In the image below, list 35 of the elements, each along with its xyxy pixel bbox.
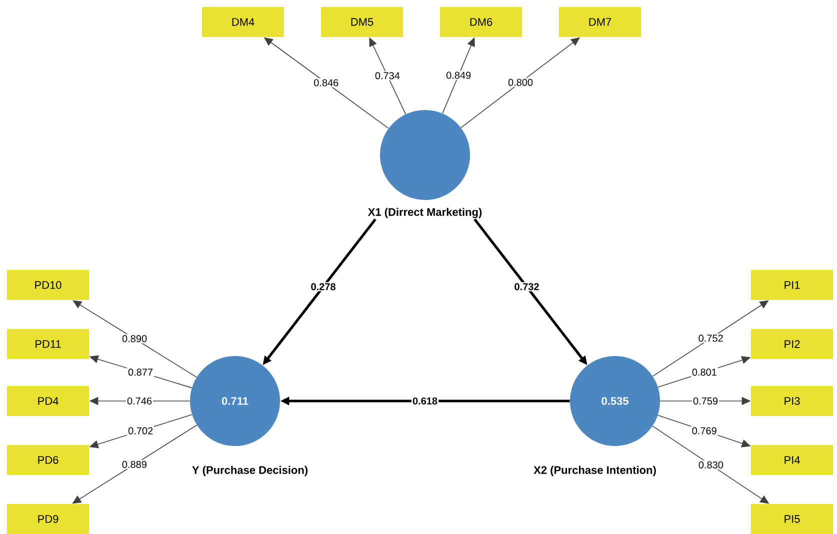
edge-label: 0.278 xyxy=(310,282,337,292)
edge-label: 0.889 xyxy=(120,460,148,469)
indicator-box: PI1 xyxy=(751,270,833,300)
edge-label: 0.877 xyxy=(126,368,154,377)
indicator-box: PI3 xyxy=(751,386,833,416)
construct-label: Y (Purchase Decision) xyxy=(192,466,308,476)
edge-label: 0.890 xyxy=(121,334,148,344)
indicator-box: DM6 xyxy=(440,7,522,37)
edge-label: 0.702 xyxy=(127,426,154,436)
indicator-box: PD4 xyxy=(7,386,89,416)
edge-label: 0.752 xyxy=(697,334,724,343)
indicator-box: PI4 xyxy=(751,445,833,475)
indicator-box: PD10 xyxy=(7,270,89,300)
edge-label: 0.849 xyxy=(445,70,472,80)
edge-label: 0.846 xyxy=(312,78,340,88)
indicator-box: DM7 xyxy=(559,7,641,37)
indicator-box: DM4 xyxy=(202,7,284,37)
edge-label: 0.800 xyxy=(507,78,534,87)
edge-label: 0.830 xyxy=(697,460,724,470)
edge-label: 0.746 xyxy=(126,396,154,406)
indicator-box: PD6 xyxy=(7,445,89,475)
edge-label: 0.769 xyxy=(690,426,718,436)
indicator-box: PI2 xyxy=(751,329,833,359)
edge-label: 0.734 xyxy=(374,71,401,80)
indicator-box: PD9 xyxy=(7,504,89,534)
indicator-box: PD11 xyxy=(7,329,89,359)
indicator-box: DM5 xyxy=(321,7,403,37)
indicator-box: PI5 xyxy=(751,504,833,534)
edge-label: 0.801 xyxy=(690,368,718,377)
construct-label: X1 (Dirrect Marketing) xyxy=(368,208,482,218)
edge-label: 0.759 xyxy=(692,396,720,406)
arrow xyxy=(72,300,197,378)
edge-label: 0.732 xyxy=(513,282,540,292)
construct-label: X2 (Purchase Intention) xyxy=(534,466,656,476)
edge-label: 0.618 xyxy=(412,396,439,406)
